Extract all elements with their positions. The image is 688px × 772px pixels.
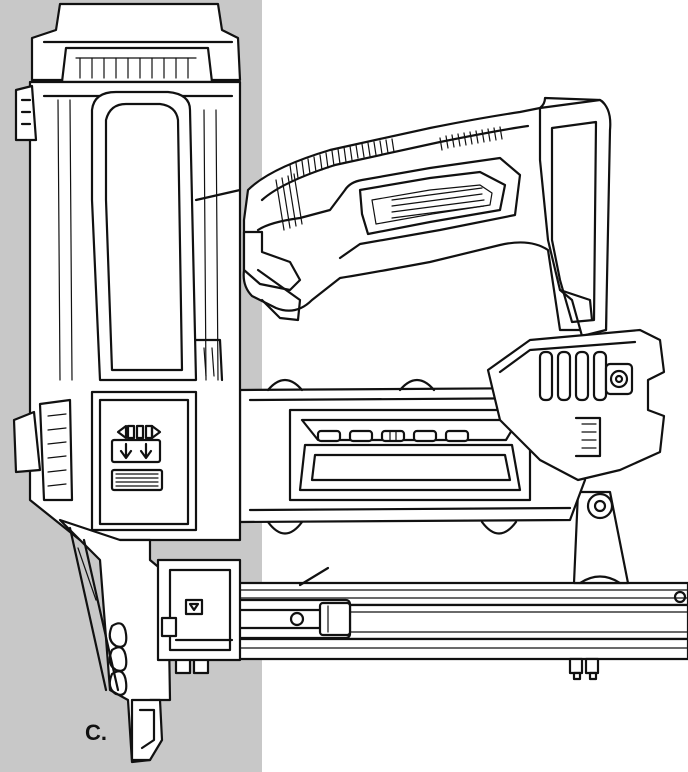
callout-label: C. bbox=[85, 720, 107, 745]
grip-ridges bbox=[275, 126, 503, 231]
top-vent-grille bbox=[60, 46, 214, 84]
rear-bracket bbox=[486, 328, 666, 482]
magazine-rail bbox=[158, 566, 688, 681]
handle-assembly bbox=[242, 96, 612, 338]
depth-adjust-wheel bbox=[110, 468, 164, 492]
front-housing bbox=[12, 2, 242, 542]
rear-support-leg bbox=[572, 490, 630, 585]
depth-adjust-icon bbox=[110, 424, 162, 464]
nose-assembly bbox=[58, 518, 242, 764]
vent-slot-row bbox=[316, 429, 470, 443]
base-body bbox=[238, 378, 587, 535]
